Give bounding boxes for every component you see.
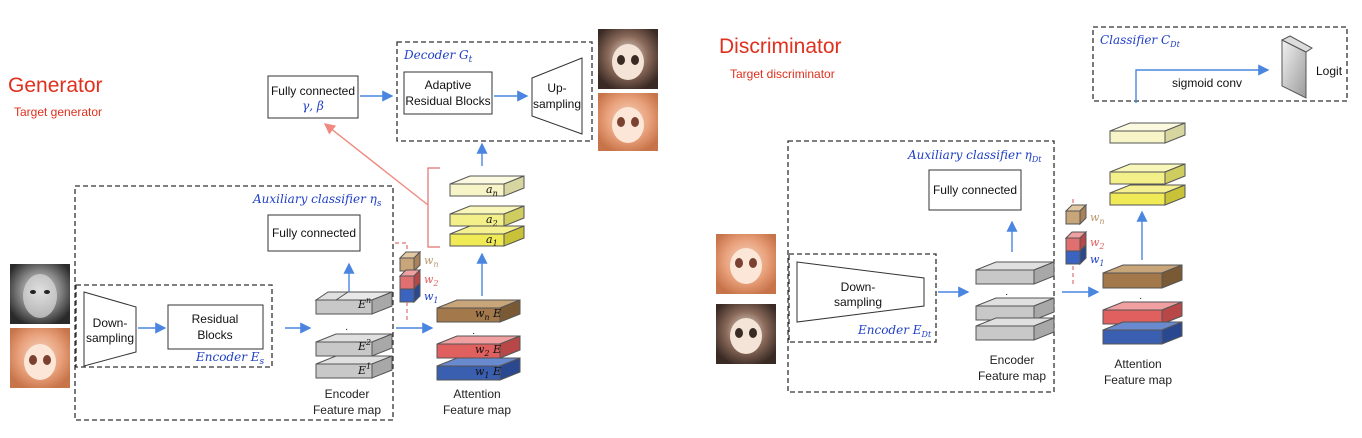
- gen-att-layer-2: w2 E: [436, 335, 521, 359]
- gen-weight-2: w2: [424, 273, 439, 288]
- gen-enc-layer-1-label: E1: [357, 362, 371, 377]
- discriminator-title: Discriminator: [719, 35, 842, 58]
- disc-aux-label: Auxiliary classifier ηDt: [907, 148, 1042, 164]
- generator-decoder-dashed-box: [396, 41, 593, 142]
- gen-a-layer-2-label: a2: [486, 213, 498, 228]
- disc-attention-feature-map: ·: [1102, 264, 1183, 345]
- disc-logit-text: Logit: [1316, 64, 1343, 78]
- generator-adaptive-line2: Residual Blocks: [405, 94, 490, 108]
- generator-residual-line2: Blocks: [197, 328, 232, 342]
- gen-a-layer-n-label: an: [486, 183, 498, 198]
- gen-a-bracket: [427, 167, 440, 248]
- generator-title: Generator: [8, 74, 103, 97]
- disc-weight-cubes: wn w2 w1: [1064, 203, 1105, 268]
- generator-fc-top-line1: Fully connected: [271, 84, 355, 98]
- generator-fc-aux-text: Fully connected: [272, 226, 356, 240]
- gen-enc-dots: ·: [345, 324, 348, 335]
- gen-att-layer-n-label: wn E: [475, 307, 501, 322]
- disc-encoder-label: Encoder EDt: [857, 323, 932, 339]
- disc-enc-map-line2: Feature map: [978, 369, 1046, 383]
- gen-enc-layer-n: En: [314, 291, 393, 315]
- disc-att-map-line1: Attention: [1114, 357, 1161, 371]
- generator-enc-map-line1: Encoder: [325, 387, 370, 401]
- gen-att-layer-1-label: w1 E: [475, 365, 501, 380]
- gen-a-layer-2: a2: [449, 205, 525, 228]
- disc-encoder-feature-map: ·: [975, 261, 1055, 341]
- disc-weight-1: w1: [1090, 253, 1105, 268]
- generator-upsampling-line2: sampling: [533, 97, 581, 111]
- generator-upsampling-line1: Up-: [547, 81, 566, 95]
- disc-weight-n: wn: [1090, 211, 1105, 226]
- gen-att-layer-n: wn E: [436, 299, 521, 323]
- disc-a-stack: [1109, 122, 1186, 206]
- gen-weight-1: w1: [424, 290, 439, 305]
- disc-arrow-to-logit: [1135, 64, 1270, 103]
- gen-enc-layer-2-label: E2: [357, 338, 371, 353]
- generator-residual-block: Residual Blocks: [167, 304, 264, 350]
- gen-att-layer-2-label: w2 E: [475, 343, 501, 358]
- generator-fc-top-line2: γ, β: [302, 99, 324, 113]
- generator-upsampling-block: [531, 57, 583, 135]
- disc-fc-aux-text: Fully connected: [933, 183, 1017, 197]
- gen-red-dashed-link: [395, 242, 408, 322]
- disc-weight-2: w2: [1090, 236, 1105, 251]
- discriminator-subtitle: Target discriminator: [730, 67, 835, 81]
- generator-residual-line1: Residual: [192, 312, 239, 326]
- arrow-red-to-fc-top: [323, 123, 429, 206]
- generator-encoder-feature-map: En · E2 E1: [314, 291, 393, 379]
- disc-downsampling-line2: sampling: [834, 295, 882, 309]
- disc-att-map-line2: Feature map: [1104, 373, 1172, 387]
- gen-a-layer-1: a1: [449, 225, 525, 248]
- disc-logit-block: [1280, 35, 1313, 99]
- gen-att-layer-1: w1 E: [436, 357, 521, 381]
- generator-downsampling-line2: sampling: [86, 331, 134, 345]
- disc-enc-map-line1: Encoder: [990, 353, 1035, 367]
- generator-weight-cubes: wn w2 w1: [398, 250, 439, 305]
- generator-downsampling-block: Down- sampling: [83, 291, 137, 367]
- disc-att-dots: ·: [1139, 293, 1142, 304]
- disc-input-anime-orange: [716, 234, 776, 294]
- disc-classifier-dashed-box: [1092, 26, 1348, 102]
- generator-attention-feature-map: wn E · w2 E w1 E: [436, 299, 521, 381]
- gen-weight-n: wn: [424, 254, 439, 269]
- disc-fc-aux-box: [928, 169, 1022, 211]
- disc-classifier-label: Classifier CDt: [1100, 33, 1181, 49]
- gen-enc-layer-2: E2: [315, 333, 393, 357]
- generator-downsampling-line1: Down-: [93, 316, 128, 330]
- disc-input-anime-dark: [716, 304, 776, 364]
- gen-a-layer-1-label: a1: [486, 233, 498, 248]
- input-photo-grayscale: [10, 264, 70, 324]
- generator-att-map-line1: Attention: [453, 387, 500, 401]
- generator-enc-map-line2: Feature map: [313, 403, 381, 417]
- disc-downsampling-line1: Down-: [841, 280, 876, 294]
- disc-downsampling-block: [796, 261, 925, 323]
- gen-enc-layer-n-label: En: [357, 296, 371, 311]
- generator-encoder-label: Encoder Es: [195, 350, 265, 367]
- disc-enc-dots: ·: [1005, 289, 1008, 300]
- output-anime-dark: [598, 29, 658, 89]
- disc-main-dashed-region: [787, 140, 1055, 393]
- gen-att-dots: ·: [472, 328, 475, 339]
- generator-aux-label: Auxiliary classifier ηs: [252, 192, 382, 209]
- generator-att-map-line2: Feature map: [443, 403, 511, 417]
- generator-a-stack: an a2 a1: [449, 175, 525, 248]
- output-anime-orange: [598, 93, 658, 151]
- gen-a-layer-n: an: [449, 175, 525, 198]
- gen-enc-layer-1: E1: [315, 355, 393, 379]
- generator-subtitle: Target generator: [14, 105, 102, 119]
- generator-adaptive-line1: Adaptive: [425, 78, 472, 92]
- generator-main-dashed-region: [74, 185, 394, 421]
- generator-decoder-label: Decoder Gt: [403, 48, 473, 65]
- generator-adaptive-box: [403, 71, 493, 115]
- disc-encoder-dashed-box: [788, 253, 937, 343]
- generator-fc-top-box: [267, 75, 359, 119]
- disc-sigmoid-text: sigmoid conv: [1172, 76, 1242, 90]
- generator-encoder-dashed-box: [75, 284, 273, 368]
- generator-fc-aux-box: [267, 214, 361, 252]
- input-anime-orange-left: [10, 328, 70, 388]
